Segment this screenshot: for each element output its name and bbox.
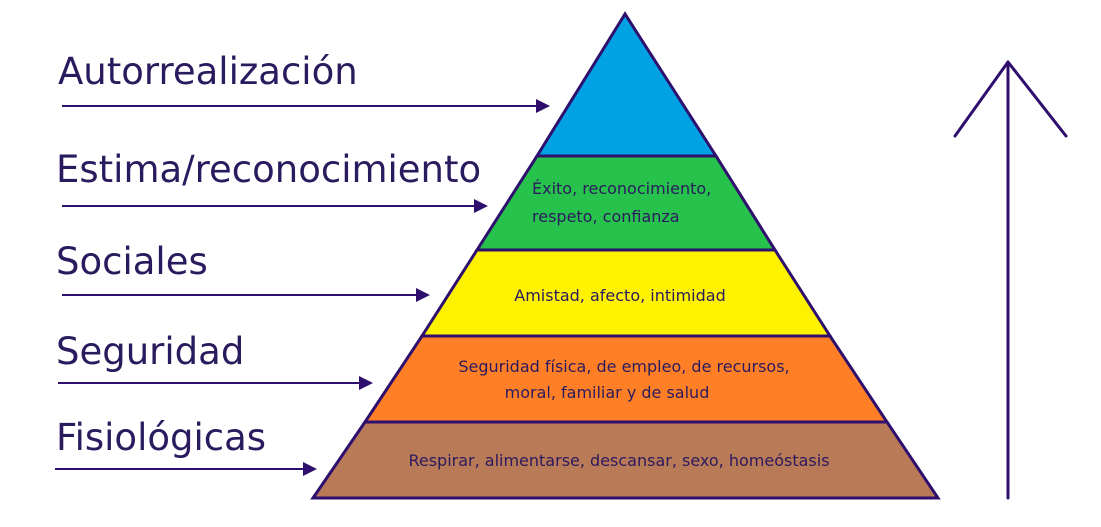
tier-seguridad-text-line-2: moral, familiar y de salud: [505, 383, 710, 402]
tier-seguridad-text-line-1: Seguridad física, de empleo, de recursos…: [458, 357, 789, 376]
tier-estima-text-line-1: Éxito, reconocimiento,: [532, 179, 711, 198]
pointer-arrow-sociales: [62, 288, 430, 302]
pointer-arrow-fisiologicas: [55, 462, 317, 476]
tier-fisiologicas-text: Respirar, alimentarse, descansar, sexo, …: [408, 451, 829, 470]
label-fisiologicas: Fisiológicas: [56, 416, 266, 459]
up-arrow-icon: [953, 60, 1068, 500]
tier-estima: [474, 154, 778, 252]
tier-estima-text-line-2: respeto, confianza: [532, 207, 680, 226]
pointer-arrow-autorrealizacion: [62, 99, 550, 113]
label-estima: Estima/reconocimiento: [56, 148, 481, 191]
label-autorrealizacion: Autorrealización: [58, 50, 358, 93]
tier-autorrealizacion: [534, 11, 719, 158]
pointer-arrow-estima: [62, 199, 488, 213]
tier-sociales-text: Amistad, afecto, intimidad: [514, 286, 725, 305]
tier-seguridad: [362, 334, 890, 424]
tier-fisiologicas: [310, 420, 941, 500]
label-seguridad: Seguridad: [56, 330, 244, 373]
pointer-arrow-seguridad: [58, 376, 373, 390]
label-sociales: Sociales: [56, 240, 208, 283]
